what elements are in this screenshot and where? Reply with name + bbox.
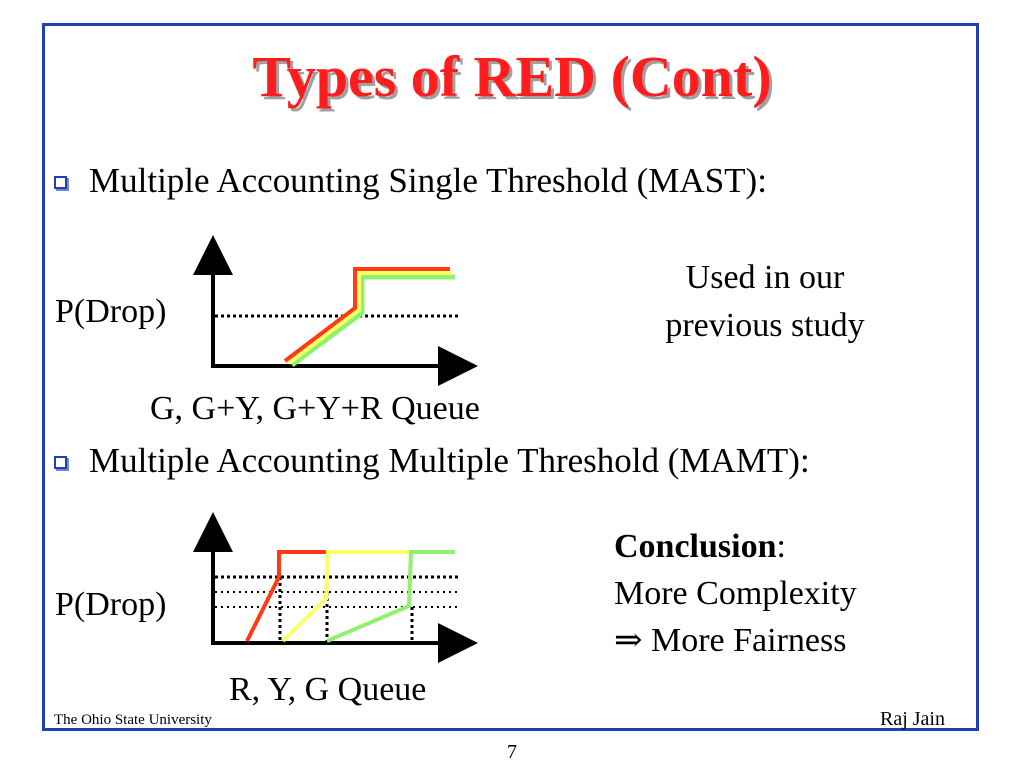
slide-frame <box>42 23 979 731</box>
conclusion-heading-line: Conclusion: <box>614 523 857 570</box>
bullet-square-icon <box>54 456 67 469</box>
side-note: Used in our previous study <box>640 254 890 350</box>
bullet-mamt: Multiple Accounting Multiple Threshold (… <box>54 443 810 478</box>
conclusion-heading: Conclusion <box>614 528 777 565</box>
note-line1: Used in our <box>685 259 845 296</box>
graph1-green-curve <box>290 274 455 368</box>
graph2-yellow-curve <box>281 550 411 643</box>
conclusion-line1: More Complexity <box>614 575 857 612</box>
graph1-yellow-curve <box>287 271 452 365</box>
bullet-mast: Multiple Accounting Single Threshold (MA… <box>54 163 767 198</box>
bullet-square-icon <box>54 176 67 189</box>
graph1-xlabel: G, G+Y, G+Y+R Queue <box>150 390 480 427</box>
graph1-red-curve <box>283 267 450 363</box>
footer-author: Raj Jain <box>880 708 945 730</box>
slide-title: Types of RED (Cont) <box>252 44 772 109</box>
footer-institution: The Ohio State University <box>54 712 212 728</box>
page-number: 7 <box>507 741 517 763</box>
note-line2: previous study <box>665 307 865 344</box>
bullet-text: Multiple Accounting Single Threshold (MA… <box>89 161 767 200</box>
conclusion-line2: ⇒ More Fairness <box>614 622 847 659</box>
graph2-green-curve <box>326 550 455 643</box>
graph2-ylabel: P(Drop) <box>55 586 167 623</box>
conclusion-block: Conclusion: More Complexity ⇒ More Fairn… <box>614 523 857 664</box>
graph1-ylabel: P(Drop) <box>55 293 167 330</box>
graph2-red-curve <box>245 550 326 642</box>
conclusion-colon: : <box>776 528 786 565</box>
graph2-xlabel: R, Y, G Queue <box>229 671 427 708</box>
bullet-text: Multiple Accounting Multiple Threshold (… <box>89 441 810 480</box>
